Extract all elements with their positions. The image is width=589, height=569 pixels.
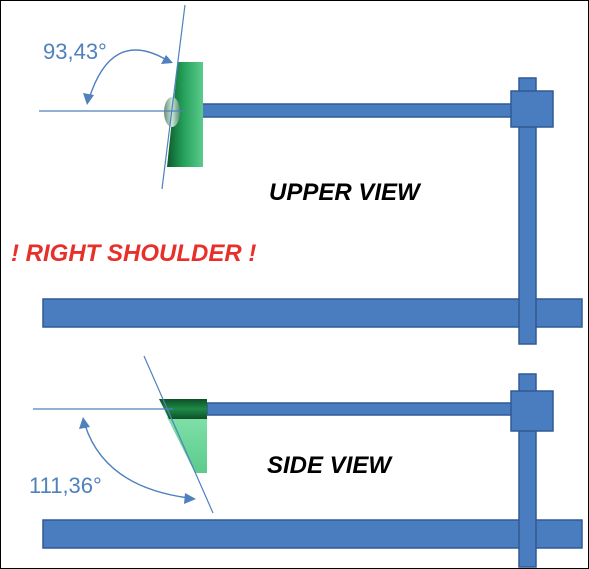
- side-view-title: SIDE VIEW: [267, 452, 393, 479]
- upper-shoulder-pad: [167, 62, 203, 167]
- upper-angle-value: 93,43°: [43, 39, 107, 64]
- upper-base-bar: [42, 298, 583, 328]
- side-clamp-block: [510, 390, 554, 432]
- upper-view-group: 93,43° UPPER VIEW: [39, 4, 583, 345]
- upper-arm-rod: [196, 103, 516, 118]
- side-view-group: 111,36° SIDE VIEW: [29, 355, 583, 568]
- side-shoulder-pad: [167, 417, 207, 473]
- side-base-bar: [42, 519, 583, 549]
- right-shoulder-warning: ! RIGHT SHOULDER !: [11, 240, 256, 267]
- upper-arc-arrow-down: [83, 93, 94, 105]
- upper-pad-angle-line: [161, 4, 186, 190]
- side-angle-arc: [84, 424, 190, 499]
- upper-arc-arrow-right: [161, 55, 173, 64]
- side-pad-angle-line: [143, 355, 214, 514]
- side-arc-arrow-right: [184, 493, 196, 504]
- upper-clamp-block: [510, 90, 554, 128]
- upper-vertical-post: [518, 77, 537, 345]
- side-arm-rod: [206, 402, 516, 416]
- upper-angle-arc: [88, 49, 166, 100]
- side-shoulder-pad-top: [159, 399, 207, 419]
- side-arc-arrow-up: [79, 417, 90, 429]
- upper-view-title: UPPER VIEW: [269, 179, 422, 206]
- side-angle-value: 111,36°: [29, 473, 102, 498]
